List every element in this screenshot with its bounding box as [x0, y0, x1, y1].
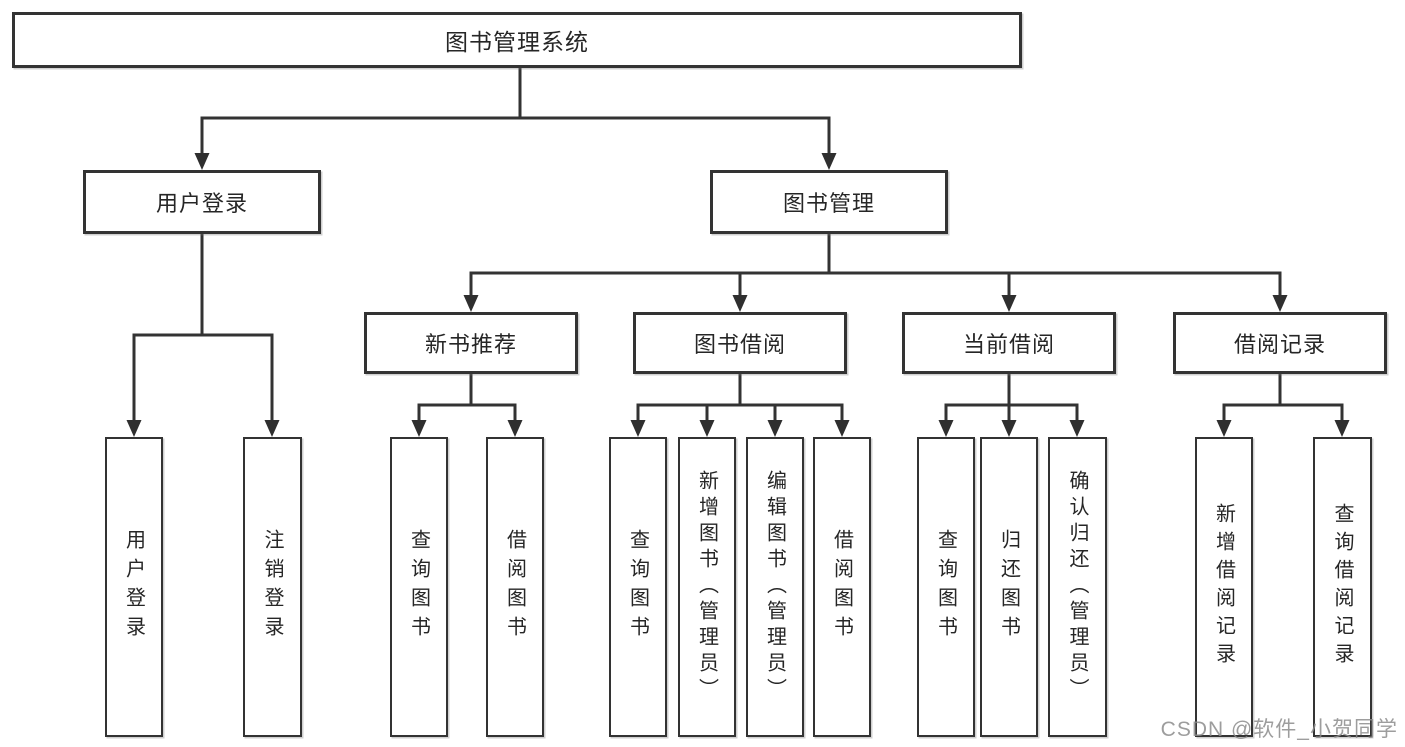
branch-book-borrow: [636, 374, 844, 422]
leaf-logout: 注销登录: [243, 437, 302, 737]
branch-book-management: [469, 234, 1282, 297]
node-label: 查询图书: [407, 529, 430, 645]
leaf-query-books-borrow: 查询图书: [609, 437, 667, 737]
node-label: 当前借阅: [962, 332, 1055, 357]
node-label: 查询图书: [626, 529, 649, 645]
node-label: 注销登录: [261, 529, 283, 645]
node-library-management-system: 图书管理系统: [12, 12, 1022, 68]
leaf-query-borrow-record: 查询借阅记录: [1313, 437, 1372, 737]
node-book-borrowing: 图书借阅: [633, 312, 847, 374]
node-label: 用户登录: [155, 191, 248, 216]
leaf-return-book: 归还图书: [980, 437, 1038, 737]
branch-borrow-records: [1222, 374, 1344, 422]
leaf-confirm-return-admin: 确认归还（管理员）: [1048, 437, 1107, 737]
node-label: 查询借阅记录: [1331, 503, 1353, 671]
node-label: 新增借阅记录: [1212, 503, 1235, 671]
leaf-add-book-admin: 新增图书（管理员）: [678, 437, 736, 737]
leaf-query-books-recommend: 查询图书: [390, 437, 448, 737]
node-new-book-recommend: 新书推荐: [364, 312, 578, 374]
node-label: 借阅图书: [830, 529, 853, 645]
node-label: 用户登录: [122, 529, 145, 645]
node-label: 归还图书: [997, 529, 1020, 645]
branch-new-book: [417, 374, 517, 422]
node-label: 图书管理: [782, 191, 875, 216]
node-label: 图书管理系统: [445, 29, 589, 55]
node-borrowing-records: 借阅记录: [1173, 312, 1387, 374]
node-label: 新增图书（管理员）: [695, 470, 718, 704]
node-user-login: 用户登录: [83, 170, 321, 234]
leaf-add-borrow-record: 新增借阅记录: [1195, 437, 1253, 737]
node-label: 借阅图书: [503, 529, 526, 645]
branch-root: [200, 68, 831, 156]
leaf-edit-book-admin: 编辑图书（管理员）: [746, 437, 804, 737]
node-label: 确认归还（管理员）: [1066, 470, 1088, 704]
node-label: 查询图书: [934, 529, 957, 645]
node-label: 编辑图书（管理员）: [763, 470, 786, 704]
branch-user-login: [132, 234, 274, 422]
node-book-management: 图书管理: [710, 170, 948, 234]
branch-current-borrow: [944, 374, 1079, 422]
leaf-user-login: 用户登录: [105, 437, 163, 737]
node-current-borrowing: 当前借阅: [902, 312, 1116, 374]
csdn-watermark: CSDN @软件_小贺同学: [1160, 718, 1398, 741]
leaf-query-books-current: 查询图书: [917, 437, 975, 737]
node-label: 图书借阅: [693, 332, 786, 357]
node-label: 借阅记录: [1233, 332, 1326, 357]
node-label: 新书推荐: [424, 332, 517, 357]
leaf-borrow-books-recommend: 借阅图书: [486, 437, 544, 737]
leaf-borrow-books: 借阅图书: [813, 437, 871, 737]
